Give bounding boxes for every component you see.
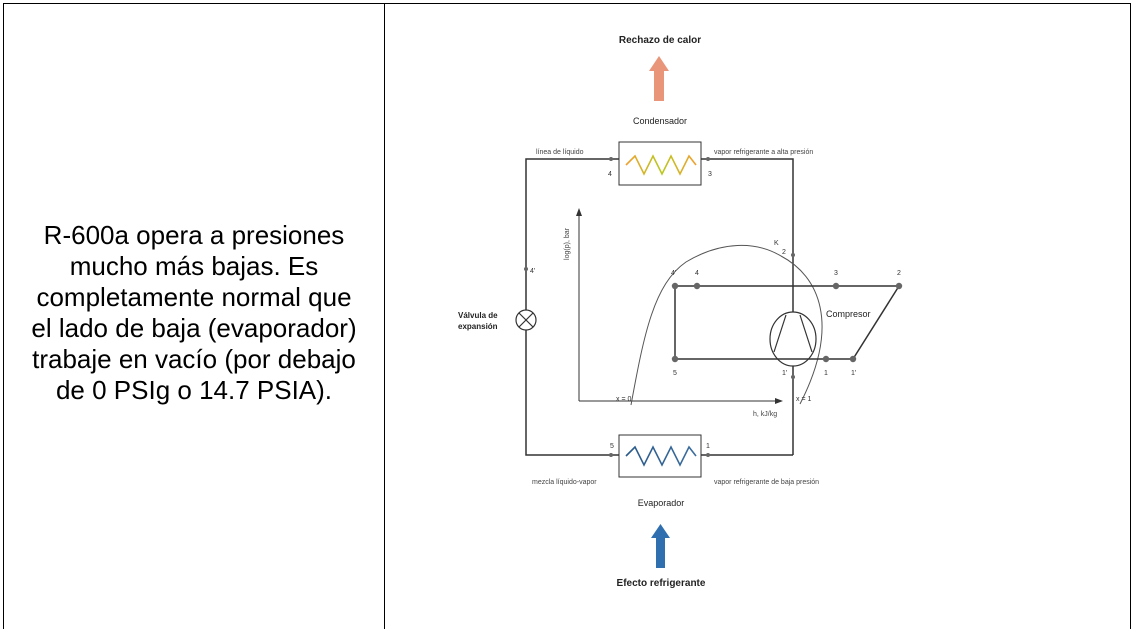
evaporator-coil (625, 445, 697, 467)
refrigeration-cycle-diagram: Rechazo de calor Condensador línea de (458, 35, 903, 589)
ph-point-4: 4 (695, 270, 699, 277)
quality-zero-label: x = 0 (616, 396, 631, 403)
expansion-valve-label-line1: Válvula de (458, 311, 498, 320)
pipe-point-2: 2 (782, 249, 786, 256)
pipe-point-1: 1 (706, 443, 710, 450)
critical-point-label: K (774, 240, 779, 247)
ph-point-1: 1 (824, 370, 828, 377)
refrigerant-effect-label: Efecto refrigerante (617, 578, 706, 589)
condenser-coil (625, 154, 697, 176)
high-pressure-vapor-label: vapor refrigerante a alta presión (714, 149, 813, 156)
ph-x-axis-label: h, kJ/kg (753, 411, 777, 418)
note-cell: R-600a opera a presiones mucho más bajas… (4, 4, 384, 629)
condenser-label: Condensador (633, 116, 687, 126)
liquid-line-label: línea de líquido (536, 149, 584, 156)
evaporator-label: Evaporador (638, 498, 685, 508)
table-border-left (3, 3, 4, 629)
cycle-piping (525, 158, 794, 456)
ph-y-axis-arrowhead (576, 208, 582, 216)
ph-point-4prime: 4' (671, 270, 676, 277)
ph-x-axis-arrowhead (775, 398, 783, 404)
low-pressure-vapor-label: vapor refrigerante de baja presión (714, 479, 819, 486)
heat-rejection-arrow (649, 56, 669, 101)
refrigerant-effect-arrow (651, 524, 670, 568)
pipe-point-4: 4 (608, 171, 612, 178)
condenser-box (618, 141, 702, 186)
compressor-label: Compresor (826, 309, 871, 319)
pipe-point-3: 3 (708, 171, 712, 178)
heat-rejection-label: Rechazo de calor (619, 35, 701, 46)
ph-y-axis-label: log(p), bar (564, 227, 571, 260)
table-border-right (1130, 3, 1131, 629)
liquid-vapor-mix-label: mezcla líquido-vapor (532, 479, 597, 486)
saturation-dome (630, 244, 823, 406)
ph-point-1prime: 1' (851, 370, 856, 377)
table-border-divider (384, 3, 385, 629)
evaporator-box (618, 434, 702, 478)
table-frame: R-600a opera a presiones mucho más bajas… (3, 3, 1131, 629)
expansion-valve-symbol (515, 309, 537, 331)
table-border-top (3, 3, 1131, 4)
ph-point-5: 5 (673, 370, 677, 377)
compressor-symbol (769, 311, 817, 367)
pipe-points (524, 157, 795, 457)
ph-point-3: 3 (834, 270, 838, 277)
ph-cycle-points (671, 282, 903, 363)
expansion-valve-label-line2: expansión (458, 322, 498, 331)
pipe-point-5: 5 (610, 443, 614, 450)
quality-one-label: x = 1 (796, 396, 811, 403)
pipe-point-4prime: 4' (530, 268, 535, 275)
ph-diagram-axes (578, 211, 780, 402)
ph-point-2: 2 (897, 270, 901, 277)
pipe-point-1prime: 1' (782, 370, 787, 377)
note-text: R-600a opera a presiones mucho más bajas… (31, 219, 357, 405)
